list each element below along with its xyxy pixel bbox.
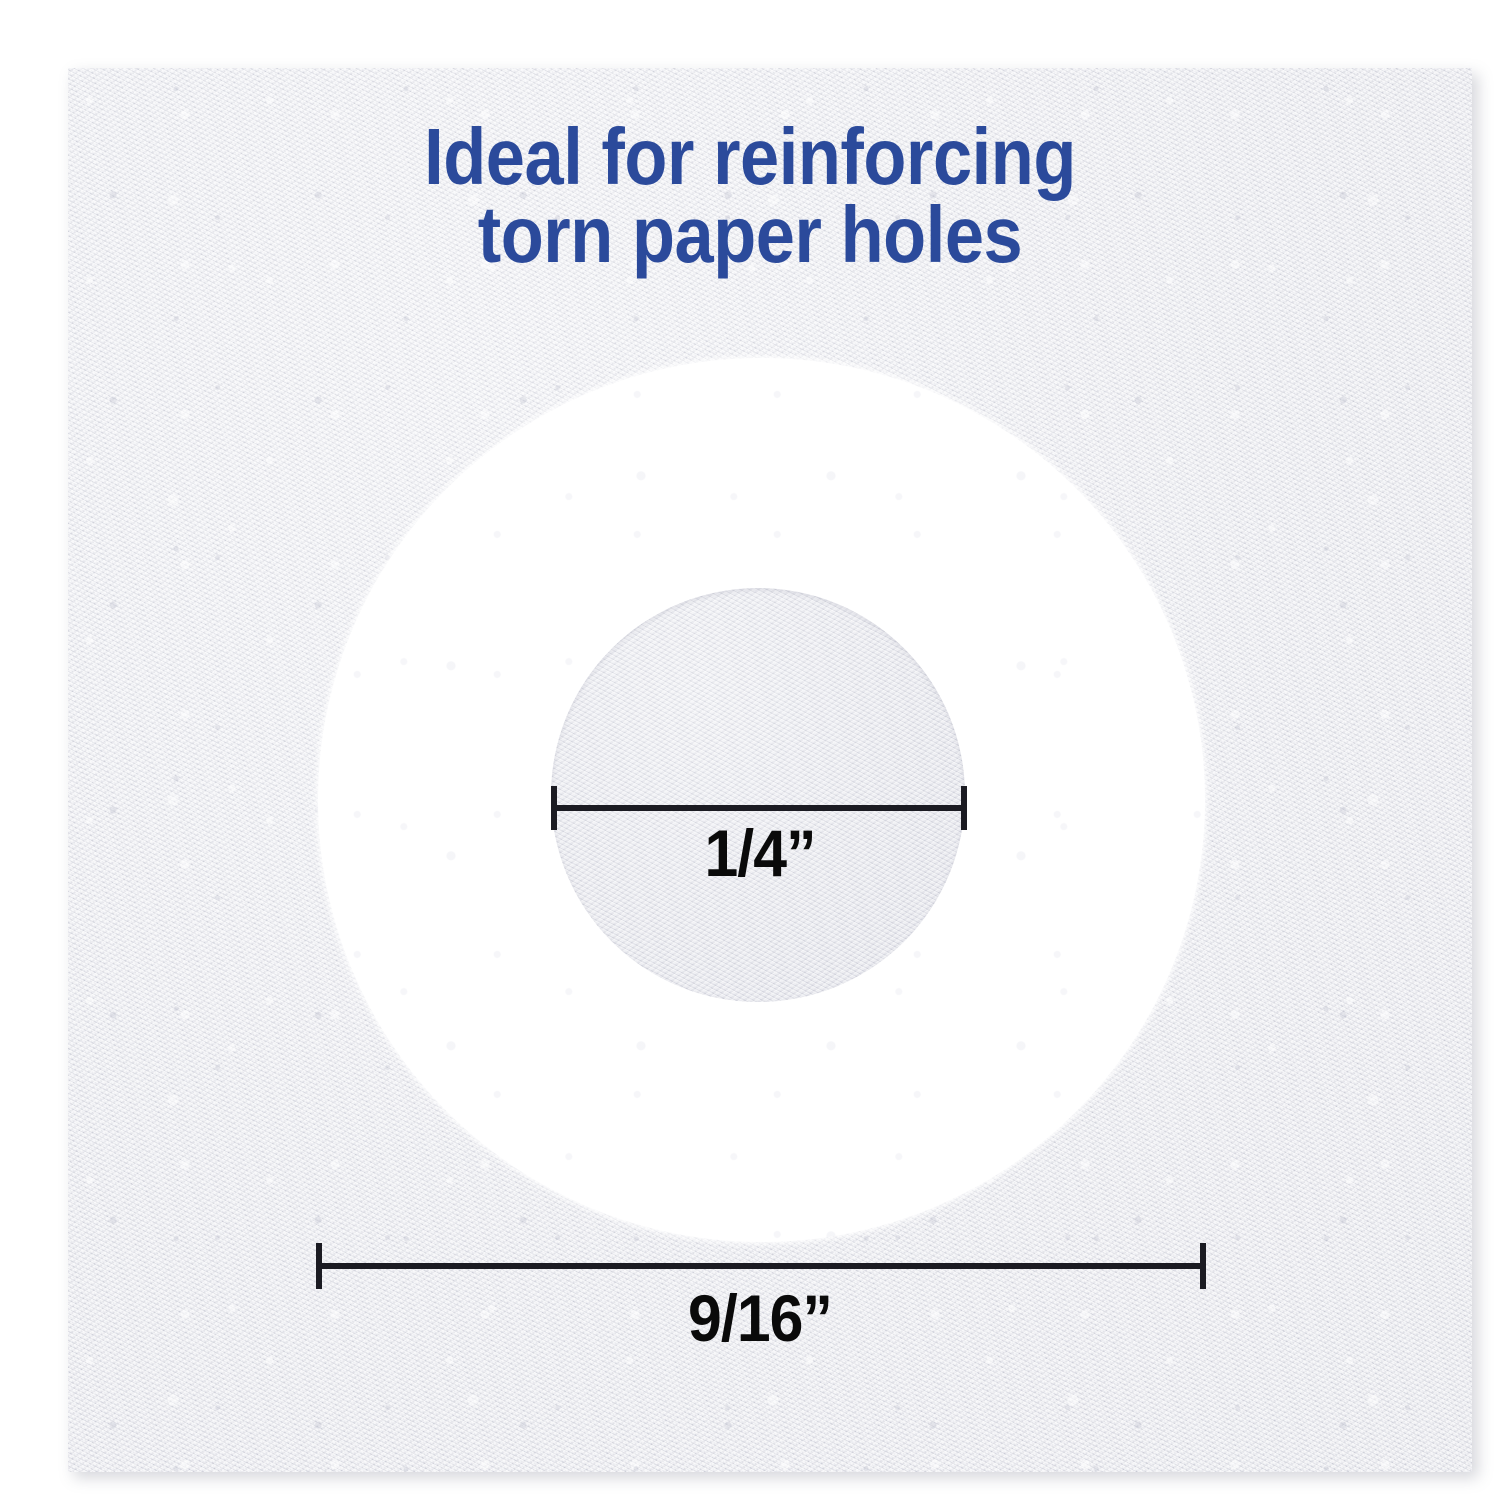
outer-diameter-label: 9/16” [688,1281,833,1355]
inner-rule-right-cap [961,786,967,830]
outer-rule-right-cap [1200,1243,1206,1289]
headline-line-1: Ideal for reinforcing [424,112,1076,201]
inner-diameter-dimension-rule [551,786,967,830]
reinforcement-label-hole [551,588,965,1002]
page-title: Ideal for reinforcing torn paper holes [90,112,1410,279]
headline-line-2: torn paper holes [477,190,1023,279]
inner-diameter-label: 1/4” [704,816,816,890]
outer-diameter-dimension-rule [316,1243,1206,1289]
inner-rule-bar [551,805,967,811]
outer-rule-bar [316,1263,1206,1269]
